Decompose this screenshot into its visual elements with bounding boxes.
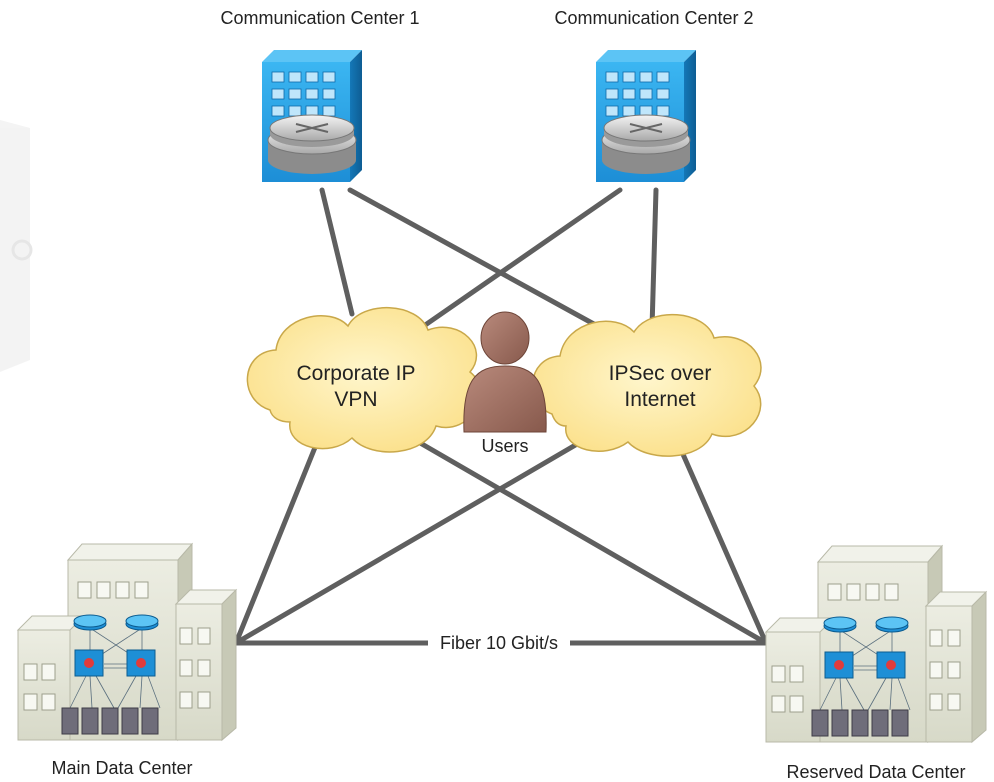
comm-center-2-label: Communication Center 2 <box>554 8 753 28</box>
link-vpn-main-dc <box>233 437 321 646</box>
fiber-label-text: Fiber 10 Gbit/s <box>440 633 558 653</box>
communication-center-2: Communication Center 2 <box>554 8 754 182</box>
link-ipsec-reserved-dc <box>679 449 769 646</box>
router-icon <box>73 614 159 631</box>
ipsec-label-line2: Internet <box>624 388 695 411</box>
link-cc2-ipsec <box>649 187 659 331</box>
vpn-label-line1: Corporate IP <box>296 362 415 385</box>
comm-center-1-label: Communication Center 1 <box>220 8 419 28</box>
cloud-icon <box>246 306 482 453</box>
data-center-building-icon <box>16 542 238 742</box>
communication-center-1: Communication Center 1 <box>220 8 420 182</box>
fiber-link-label: Fiber 10 Gbit/s <box>428 631 570 655</box>
link-ipsec-main-dc <box>233 437 587 646</box>
switch-icon <box>824 651 906 679</box>
cloud-icon <box>531 313 762 457</box>
server-icon <box>811 709 909 737</box>
router-stack-icon <box>267 114 357 174</box>
server-icon <box>61 707 159 735</box>
vpn-label-line2: VPN <box>334 388 377 411</box>
user-icon <box>463 311 547 433</box>
main-dc-label: Main Data Center <box>51 758 192 778</box>
link-cc1-ipsec <box>347 187 615 337</box>
switch-icon <box>74 649 156 677</box>
reserved-dc-label: Reserved Data Center <box>786 762 965 782</box>
link-cc1-vpn <box>319 187 355 317</box>
ipsec-internet-cloud: IPSec over Internet <box>531 313 762 457</box>
router-stack-icon <box>601 114 691 174</box>
link-vpn-reserved-dc <box>412 437 769 646</box>
link-cc2-vpn <box>415 187 623 333</box>
main-data-center: Main Data Center <box>16 542 238 778</box>
corporate-vpn-cloud: Corporate IP VPN <box>246 306 482 453</box>
reserved-data-center: Reserved Data Center <box>764 544 988 782</box>
data-center-building-icon <box>764 544 988 744</box>
background-watermark <box>0 120 33 372</box>
router-icon <box>823 616 909 633</box>
users-node: Users <box>463 311 547 456</box>
users-label: Users <box>481 436 528 456</box>
ipsec-label-line1: IPSec over <box>609 362 712 385</box>
